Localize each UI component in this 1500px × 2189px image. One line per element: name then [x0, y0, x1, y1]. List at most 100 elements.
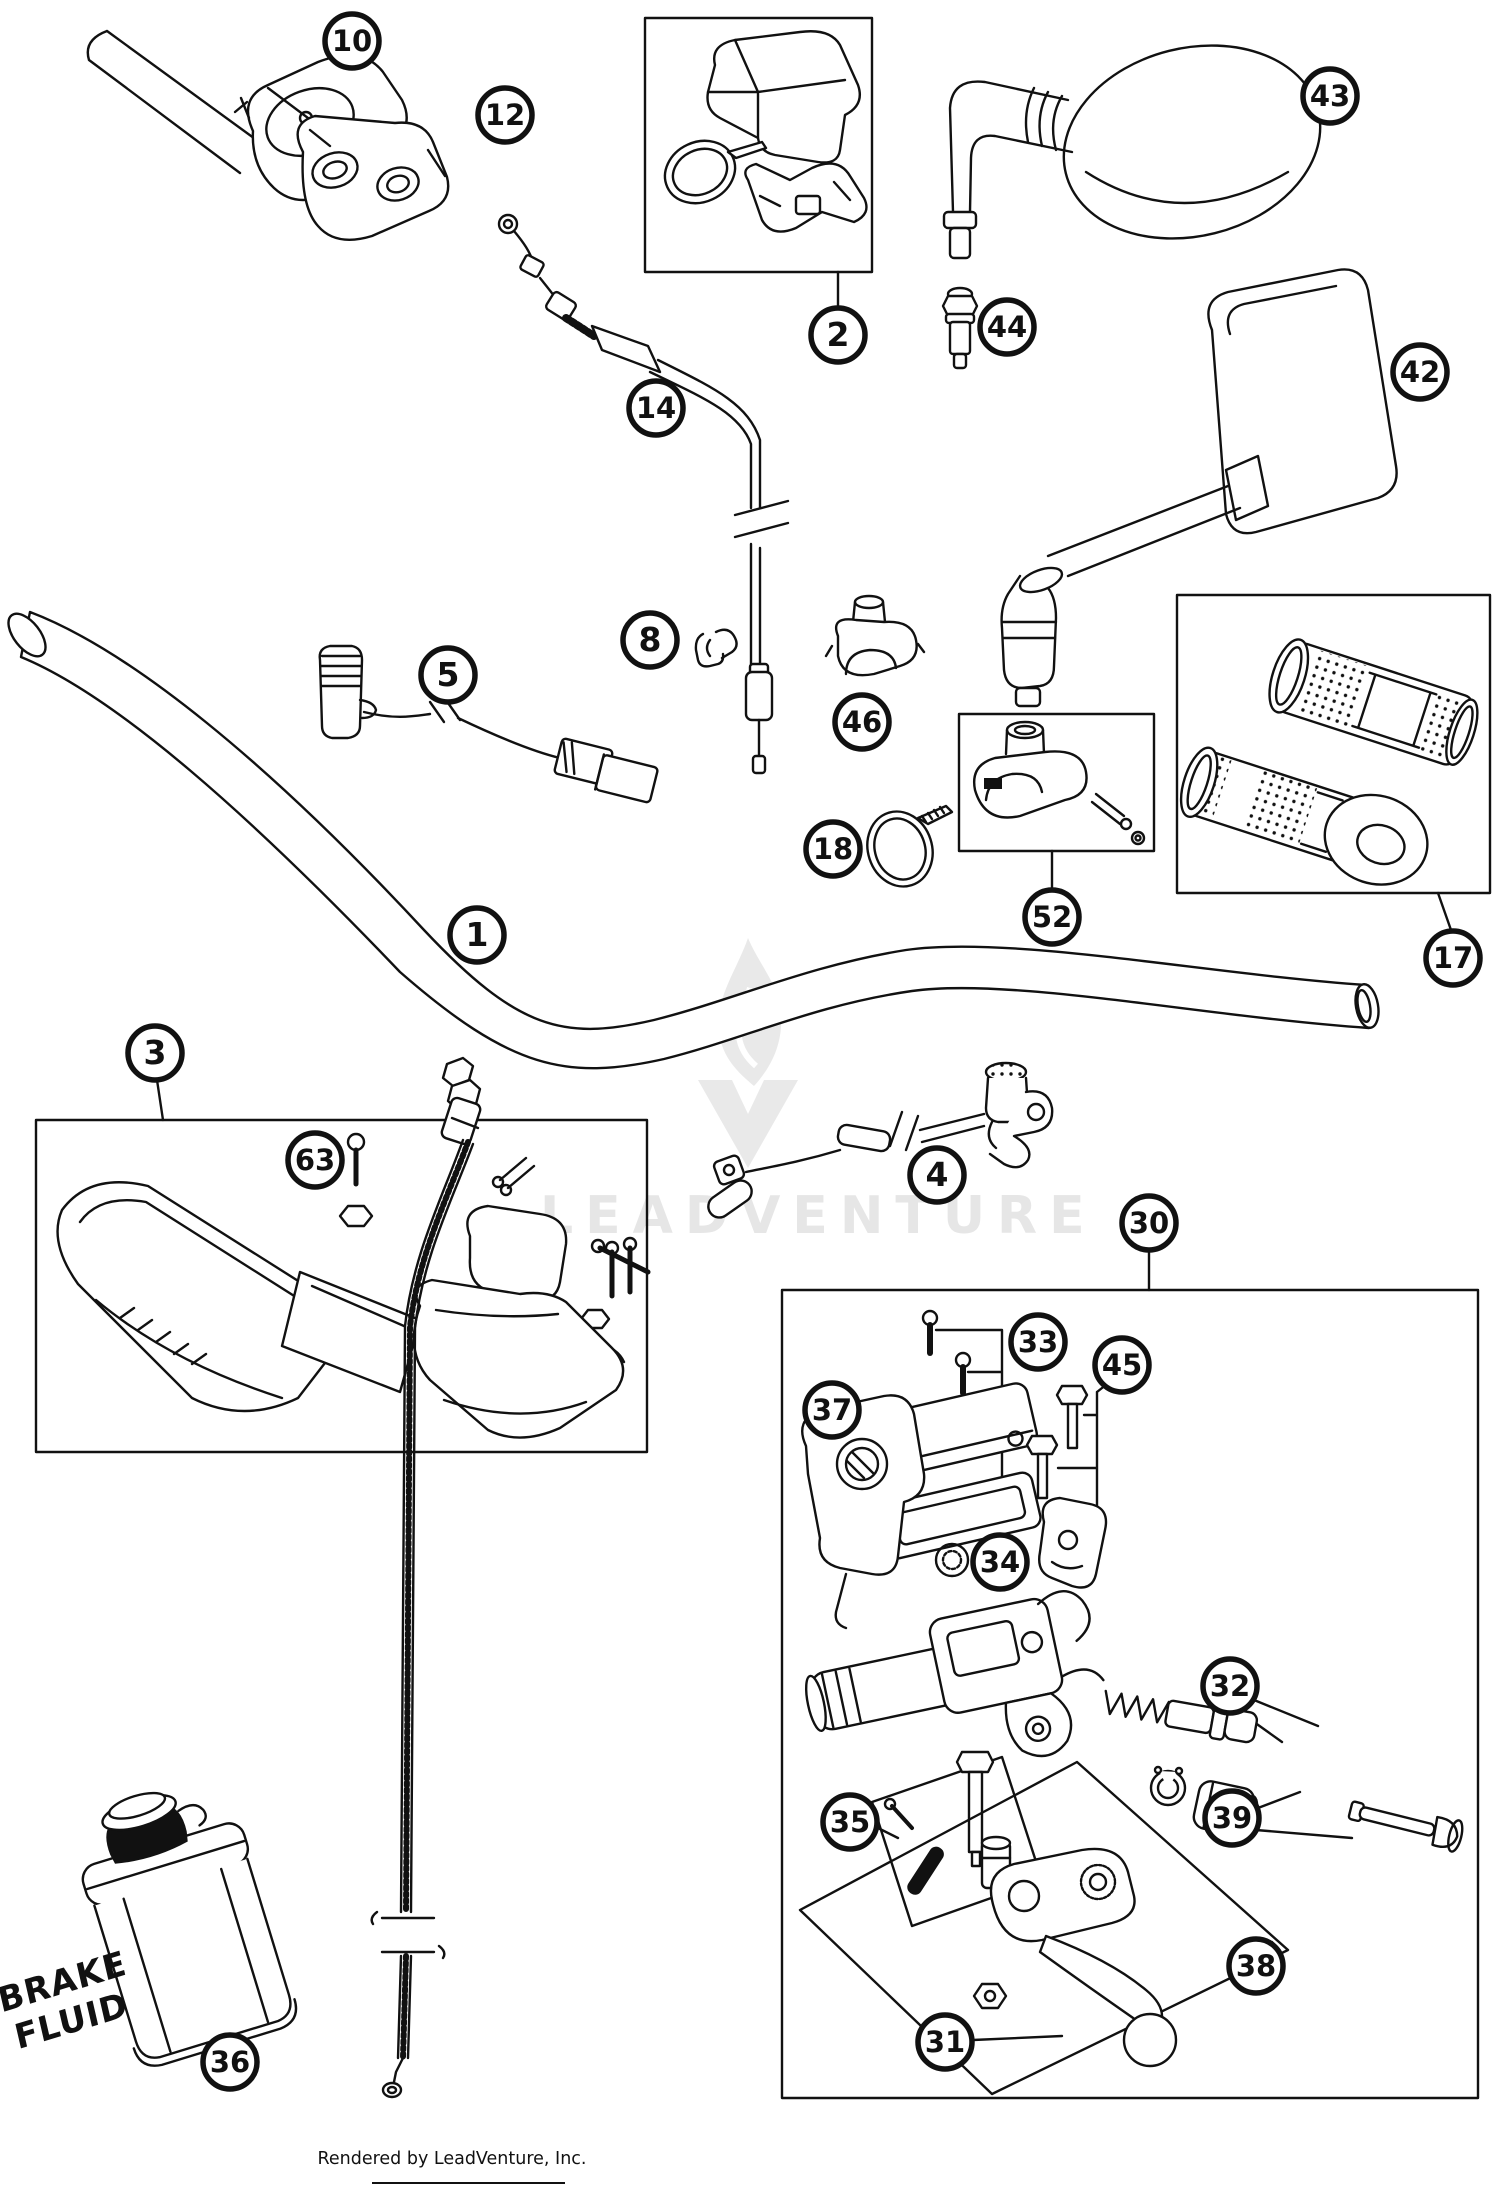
housing-half [296, 114, 450, 241]
callout-36: 36 [200, 2032, 260, 2092]
grip-set [1179, 638, 1479, 886]
svg-text:4: 4 [926, 1155, 949, 1194]
detail-box-52 [957, 712, 1156, 853]
svg-text:63: 63 [295, 1143, 335, 1177]
svg-text:44: 44 [987, 310, 1027, 344]
mirror-bolt [941, 286, 979, 370]
callout-14: 14 [626, 378, 686, 438]
callout-35: 35 [820, 1792, 880, 1852]
handguard-kit [56, 1132, 651, 1439]
leader-lines [155, 270, 1453, 2042]
svg-text:35: 35 [830, 1805, 870, 1839]
switch-connector [553, 737, 659, 804]
callout-31: 31 [915, 2012, 975, 2072]
cable-clip [694, 628, 738, 668]
clutch-cable-long [370, 1056, 482, 2099]
callout-12: 12 [475, 85, 535, 145]
callout-3: 3 [125, 1023, 185, 1083]
svg-text:1: 1 [466, 915, 489, 954]
callout-39: 39 [1202, 1788, 1262, 1848]
callout-30: 30 [1119, 1193, 1179, 1253]
callout-32: 32 [1200, 1656, 1260, 1716]
snap-ring [1149, 1765, 1187, 1807]
handlebar-left-end [7, 612, 47, 658]
svg-text:36: 36 [210, 2045, 250, 2079]
callout-46: 46 [832, 692, 892, 752]
callout-2: 2 [808, 305, 868, 365]
callout-8: 8 [620, 610, 680, 670]
detail-box-2 [643, 16, 874, 274]
callout-37: 37 [802, 1380, 862, 1440]
callout-43: 43 [1300, 66, 1360, 126]
callout-52: 52 [1022, 887, 1082, 947]
piston-kit [1104, 1689, 1259, 1744]
detail-box-30 [780, 1288, 1480, 2100]
watermark-shield-icon [698, 1080, 798, 1168]
throttle-cable [497, 213, 790, 775]
svg-text:52: 52 [1032, 900, 1072, 934]
lever-spring [907, 1846, 944, 1895]
callout-10: 10 [322, 11, 382, 71]
brake-lever [1038, 1934, 1178, 2068]
svg-text:17: 17 [1433, 941, 1473, 975]
bar-clamp [824, 594, 926, 677]
svg-text:42: 42 [1400, 355, 1440, 389]
banjo-bolt [955, 1750, 995, 1868]
svg-text:8: 8 [639, 620, 662, 659]
svg-text:3: 3 [144, 1033, 167, 1072]
svg-text:32: 32 [1210, 1669, 1250, 1703]
svg-text:38: 38 [1236, 1949, 1276, 1983]
callout-1: 1 [447, 905, 507, 965]
footer-credit: Rendered by LeadVenture, Inc. [318, 2149, 587, 2169]
kill-switch [318, 644, 659, 804]
mc-clamp [1038, 1496, 1108, 1589]
mc-body [804, 1590, 1105, 1758]
svg-text:14: 14 [636, 391, 676, 425]
svg-text:2: 2 [827, 315, 850, 354]
watermark-text: LEADVENTURE [540, 1186, 1097, 1246]
svg-text:30: 30 [1129, 1206, 1169, 1240]
svg-text:33: 33 [1018, 1325, 1058, 1359]
mirror-round [942, 44, 1322, 260]
svg-text:43: 43 [1310, 79, 1350, 113]
callout-layer: 1012243444214846518521713430334537343239… [125, 11, 1483, 2092]
pivot-nut [972, 1982, 1008, 2010]
master-cylinder-kit [798, 1309, 1464, 2096]
handlebar [7, 610, 1380, 1070]
mirror-square [1000, 268, 1398, 708]
push-rod [1347, 1800, 1464, 1853]
callout-33: 33 [1008, 1312, 1068, 1372]
svg-text:10: 10 [332, 24, 372, 58]
svg-text:46: 46 [842, 705, 882, 739]
callout-45: 45 [1092, 1335, 1152, 1395]
callout-42: 42 [1390, 342, 1450, 402]
svg-text:37: 37 [812, 1393, 852, 1427]
svg-text:45: 45 [1102, 1348, 1142, 1382]
diaphragm [934, 1542, 970, 1578]
callout-38: 38 [1226, 1936, 1286, 1996]
callout-5: 5 [418, 645, 478, 705]
svg-text:31: 31 [925, 2025, 965, 2059]
svg-text:39: 39 [1212, 1801, 1252, 1835]
reservoir-body [801, 1394, 926, 1630]
svg-text:34: 34 [980, 1545, 1020, 1579]
clamp-bolts [1025, 1384, 1089, 1500]
callout-18: 18 [803, 819, 863, 879]
svg-text:5: 5 [437, 655, 460, 694]
switch-kit [663, 30, 868, 233]
detail-box-17 [1175, 593, 1492, 895]
cable-tie [866, 804, 954, 888]
detail-box-3 [34, 1118, 649, 1454]
clutch-cable [707, 1061, 1054, 1219]
svg-text:18: 18 [813, 832, 853, 866]
lever-perch [989, 1847, 1136, 1943]
svg-text:12: 12 [485, 98, 525, 132]
cover-screws [921, 1309, 972, 1396]
callout-4: 4 [907, 1145, 967, 1205]
lever-detail-frame [798, 1760, 1290, 2096]
callout-34: 34 [970, 1532, 1030, 1592]
callout-63: 63 [285, 1130, 345, 1190]
callout-44: 44 [977, 297, 1037, 357]
